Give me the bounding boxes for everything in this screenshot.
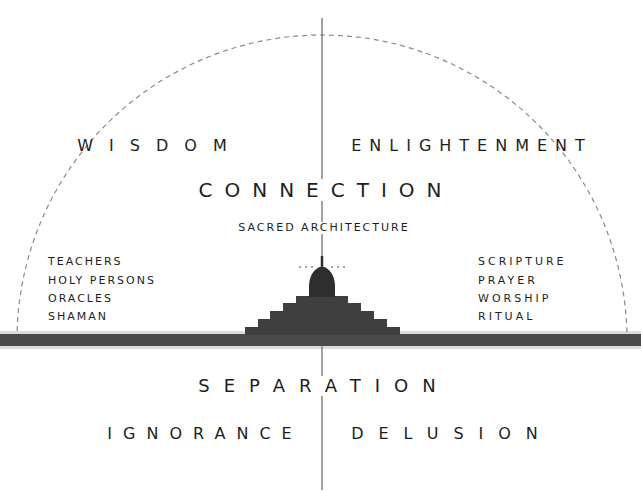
list-item: ORACLES xyxy=(48,293,113,305)
heading-word: ENLIGHTENMENT xyxy=(351,137,593,155)
list-item: WORSHIP xyxy=(478,293,551,305)
list-item: PRAYER xyxy=(478,275,538,287)
list-item: HOLY PERSONS xyxy=(48,275,156,287)
heading-word: WISDOM xyxy=(77,137,242,155)
ground-band xyxy=(0,334,641,346)
heading-word: CONNECTION xyxy=(195,179,456,201)
stupa-spire xyxy=(321,256,324,266)
center-axis xyxy=(322,18,323,490)
stupa-dome xyxy=(309,266,335,297)
heading-word: DELUSION xyxy=(351,425,553,443)
list-item: SHAMAN xyxy=(48,311,108,323)
stepped-base xyxy=(245,296,400,335)
heading-word: SEPARATION xyxy=(195,376,452,396)
list-item: TEACHERS xyxy=(48,256,123,268)
dots xyxy=(299,266,345,268)
subheading: SACRED ARCHITECTURE xyxy=(235,222,412,234)
list-item: SCRIPTURE xyxy=(478,256,567,268)
list-item: RITUAL xyxy=(478,311,535,323)
heading-word: IGNORANCE xyxy=(107,425,302,443)
